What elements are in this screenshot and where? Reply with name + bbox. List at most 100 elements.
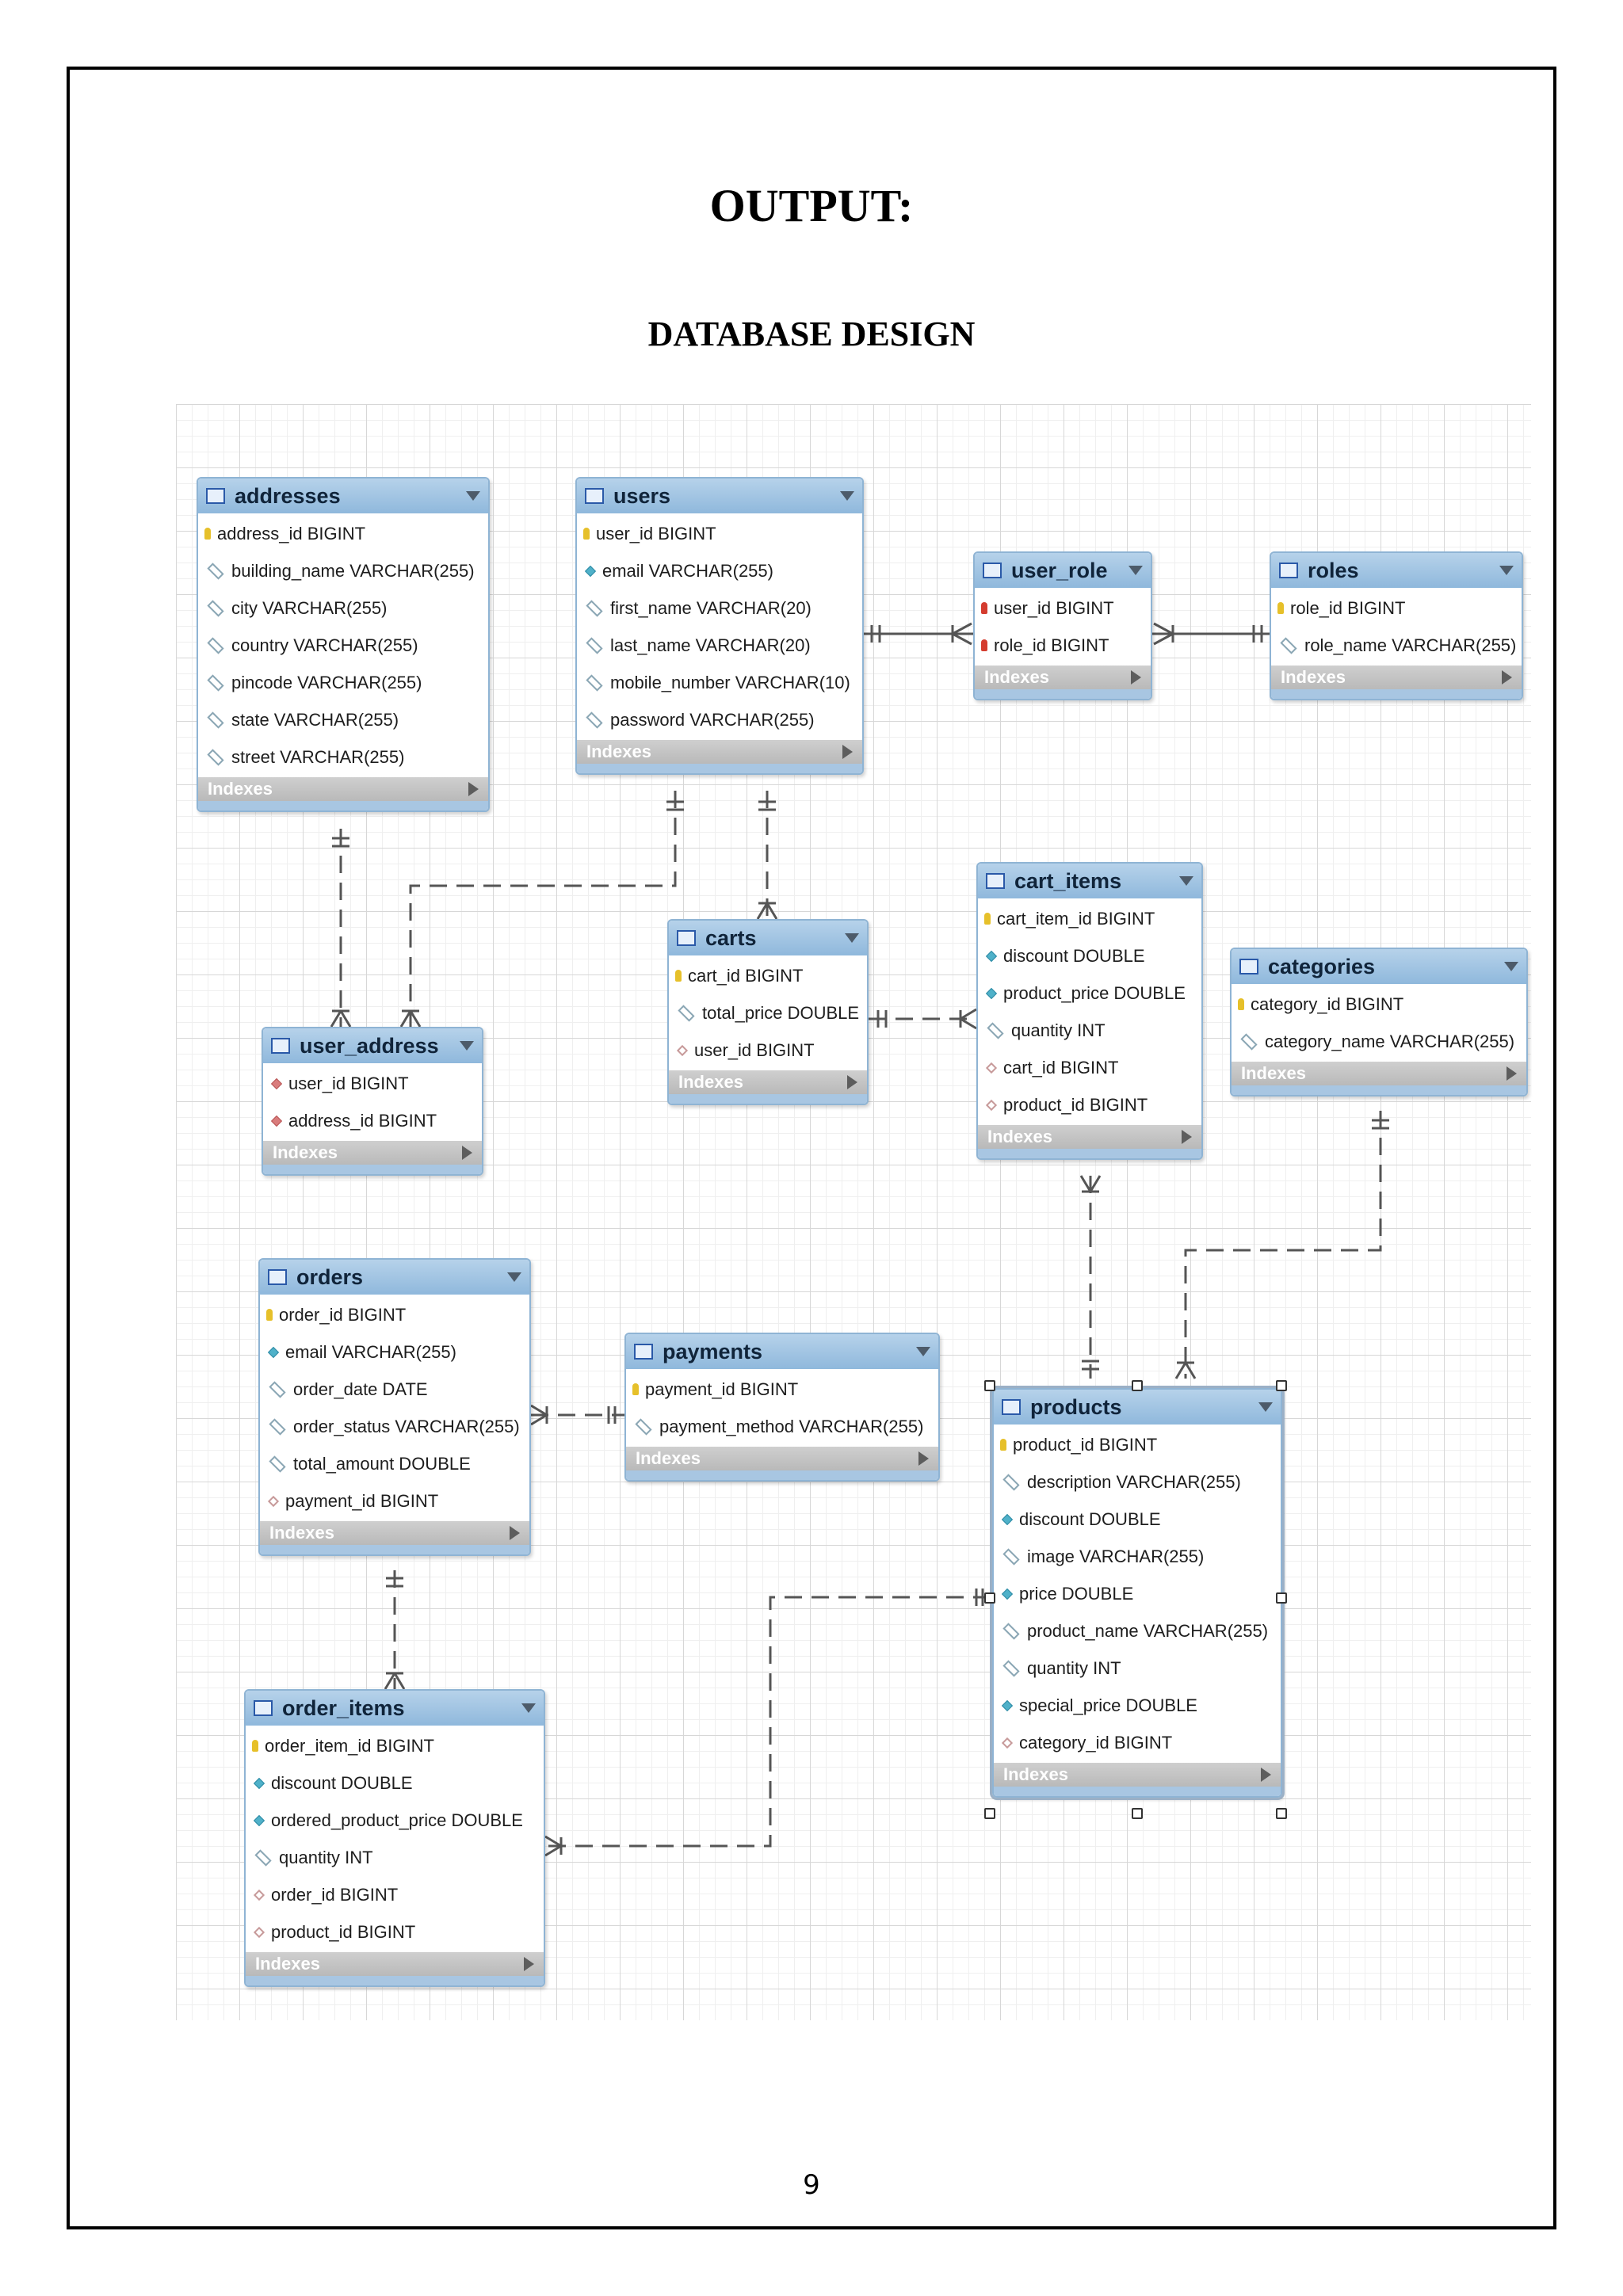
column-row[interactable]: user_id BIGINT	[577, 515, 862, 552]
expand-arrow-icon[interactable]	[847, 1075, 857, 1089]
column-row[interactable]: payment_id BIGINT	[626, 1371, 938, 1408]
indexes-section[interactable]: Indexes	[577, 740, 862, 773]
table-users[interactable]: users user_id BIGINT email VARCHAR(255) …	[575, 477, 864, 775]
column-row[interactable]: order_item_id BIGINT	[246, 1727, 544, 1764]
indexes-section[interactable]: Indexes	[1232, 1062, 1526, 1095]
table-order-items[interactable]: order_items order_item_id BIGINT discoun…	[244, 1689, 545, 1987]
column-row[interactable]: mobile_number VARCHAR(10)	[577, 664, 862, 701]
chevron-down-icon[interactable]	[507, 1272, 521, 1282]
table-header[interactable]: orders	[260, 1260, 529, 1295]
column-row[interactable]: user_id BIGINT	[669, 1032, 867, 1069]
expand-arrow-icon[interactable]	[1182, 1130, 1192, 1144]
resize-handle[interactable]	[984, 1808, 995, 1819]
table-header[interactable]: roles	[1271, 553, 1522, 588]
column-row[interactable]: cart_id BIGINT	[978, 1049, 1201, 1086]
expand-arrow-icon[interactable]	[1131, 670, 1141, 685]
table-header[interactable]: categories	[1232, 949, 1526, 984]
chevron-down-icon[interactable]	[1258, 1402, 1273, 1412]
chevron-down-icon[interactable]	[840, 491, 854, 501]
table-payments[interactable]: payments payment_id BIGINT payment_metho…	[624, 1333, 940, 1482]
table-cart-items[interactable]: cart_items cart_item_id BIGINT discount …	[976, 862, 1203, 1160]
column-row[interactable]: product_id BIGINT	[246, 1913, 544, 1951]
table-header[interactable]: user_role	[975, 553, 1151, 588]
resize-handle[interactable]	[1276, 1380, 1287, 1391]
indexes-section[interactable]: Indexes	[975, 666, 1151, 699]
column-row[interactable]: ordered_product_price DOUBLE	[246, 1802, 544, 1839]
column-row[interactable]: order_id BIGINT	[246, 1876, 544, 1913]
column-row[interactable]: building_name VARCHAR(255)	[198, 552, 488, 589]
table-user-role[interactable]: user_role user_id BIGINT role_id BIGINT …	[973, 551, 1152, 700]
table-header[interactable]: addresses	[198, 479, 488, 513]
column-row[interactable]: quantity INT	[978, 1012, 1201, 1049]
chevron-down-icon[interactable]	[845, 933, 859, 943]
column-row[interactable]: category_name VARCHAR(255)	[1232, 1023, 1526, 1060]
column-row[interactable]: product_price DOUBLE	[978, 974, 1201, 1012]
expand-arrow-icon[interactable]	[510, 1526, 520, 1540]
table-header[interactable]: users	[577, 479, 862, 513]
expand-arrow-icon[interactable]	[468, 782, 479, 796]
indexes-section[interactable]: Indexes	[1271, 666, 1522, 699]
column-row[interactable]: last_name VARCHAR(20)	[577, 627, 862, 664]
column-row[interactable]: password VARCHAR(255)	[577, 701, 862, 738]
resize-handle[interactable]	[1132, 1380, 1143, 1391]
column-row[interactable]: special_price DOUBLE	[994, 1687, 1281, 1724]
column-row[interactable]: total_amount DOUBLE	[260, 1445, 529, 1482]
table-addresses[interactable]: addresses address_id BIGINT building_nam…	[197, 477, 490, 812]
table-user-address[interactable]: user_address user_id BIGINT address_id B…	[262, 1027, 483, 1176]
column-row[interactable]: category_id BIGINT	[1232, 986, 1526, 1023]
expand-arrow-icon[interactable]	[1507, 1066, 1517, 1081]
table-products[interactable]: products product_id BIGINT description V…	[990, 1386, 1285, 1800]
column-row[interactable]: image VARCHAR(255)	[994, 1538, 1281, 1575]
column-row[interactable]: category_id BIGINT	[994, 1724, 1281, 1761]
chevron-down-icon[interactable]	[916, 1347, 930, 1356]
table-header[interactable]: user_address	[263, 1028, 482, 1063]
table-header[interactable]: carts	[669, 921, 867, 955]
table-carts[interactable]: carts cart_id BIGINT total_price DOUBLE …	[667, 919, 869, 1105]
column-row[interactable]: cart_id BIGINT	[669, 957, 867, 994]
table-header[interactable]: products	[994, 1390, 1281, 1425]
expand-arrow-icon[interactable]	[918, 1451, 929, 1466]
chevron-down-icon[interactable]	[521, 1703, 536, 1713]
resize-handle[interactable]	[1276, 1808, 1287, 1819]
chevron-down-icon[interactable]	[1504, 962, 1518, 971]
indexes-section[interactable]: Indexes	[669, 1070, 867, 1104]
column-row[interactable]: pincode VARCHAR(255)	[198, 664, 488, 701]
chevron-down-icon[interactable]	[1179, 876, 1193, 886]
column-row[interactable]: order_date DATE	[260, 1371, 529, 1408]
column-row[interactable]: quantity INT	[246, 1839, 544, 1876]
table-header[interactable]: order_items	[246, 1691, 544, 1726]
column-row[interactable]: first_name VARCHAR(20)	[577, 589, 862, 627]
column-row[interactable]: city VARCHAR(255)	[198, 589, 488, 627]
column-row[interactable]: user_id BIGINT	[975, 589, 1151, 627]
resize-handle[interactable]	[1132, 1808, 1143, 1819]
chevron-down-icon[interactable]	[1499, 566, 1514, 575]
column-row[interactable]: product_id BIGINT	[994, 1426, 1281, 1463]
table-header[interactable]: cart_items	[978, 864, 1201, 898]
expand-arrow-icon[interactable]	[1502, 670, 1512, 685]
resize-handle[interactable]	[1276, 1592, 1287, 1604]
column-row[interactable]: payment_id BIGINT	[260, 1482, 529, 1520]
column-row[interactable]: address_id BIGINT	[198, 515, 488, 552]
indexes-section[interactable]: Indexes	[198, 777, 488, 810]
column-row[interactable]: discount DOUBLE	[994, 1501, 1281, 1538]
column-row[interactable]: address_id BIGINT	[263, 1102, 482, 1139]
column-row[interactable]: quantity INT	[994, 1650, 1281, 1687]
column-row[interactable]: discount DOUBLE	[978, 937, 1201, 974]
column-row[interactable]: email VARCHAR(255)	[577, 552, 862, 589]
column-row[interactable]: role_name VARCHAR(255)	[1271, 627, 1522, 664]
chevron-down-icon[interactable]	[1128, 566, 1143, 575]
column-row[interactable]: discount DOUBLE	[246, 1764, 544, 1802]
column-row[interactable]: payment_method VARCHAR(255)	[626, 1408, 938, 1445]
expand-arrow-icon[interactable]	[842, 745, 853, 759]
resize-handle[interactable]	[984, 1592, 995, 1604]
indexes-section[interactable]: Indexes	[260, 1521, 529, 1554]
column-row[interactable]: country VARCHAR(255)	[198, 627, 488, 664]
column-row[interactable]: cart_item_id BIGINT	[978, 900, 1201, 937]
expand-arrow-icon[interactable]	[462, 1146, 472, 1160]
column-row[interactable]: product_name VARCHAR(255)	[994, 1612, 1281, 1650]
column-row[interactable]: order_status VARCHAR(255)	[260, 1408, 529, 1445]
expand-arrow-icon[interactable]	[1261, 1768, 1271, 1782]
column-row[interactable]: order_id BIGINT	[260, 1296, 529, 1333]
column-row[interactable]: role_id BIGINT	[1271, 589, 1522, 627]
table-orders[interactable]: orders order_id BIGINT email VARCHAR(255…	[258, 1258, 531, 1556]
